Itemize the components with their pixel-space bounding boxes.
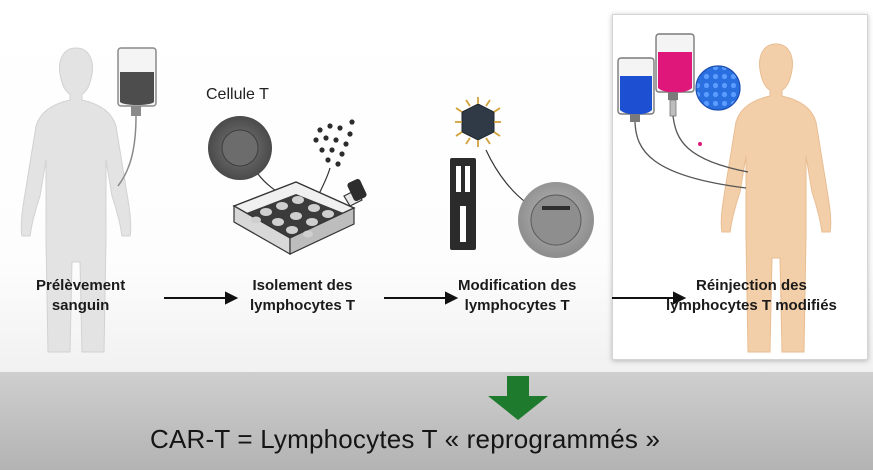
virus-to-cell-arrow: [485, 149, 529, 205]
infusion-bag-blue-port: [630, 114, 640, 122]
step-label-line2: lymphocytes T: [464, 297, 570, 314]
car-t-cell-blue: [695, 65, 741, 111]
car-construct-slot-bottom: [460, 206, 466, 242]
step-label-isolement: Isolement des lymphocytes T: [250, 276, 355, 316]
culture-flask: [232, 178, 367, 256]
conclusion-band: [0, 372, 873, 470]
viral-vector-spikes: [455, 97, 501, 147]
flow-arrows: [164, 291, 687, 305]
culture-flask-cap: [347, 178, 367, 202]
step-label-line2: lymphocytes T: [250, 297, 356, 314]
green-down-arrow: [488, 376, 548, 420]
infusion-bag-blue-tube: [634, 121, 747, 189]
step-label-modification: Modification des lymphocytes T: [458, 276, 576, 316]
step-label-reinjection: Réinjection des lymphocytes T modifiés: [666, 276, 837, 316]
infusion-bag-blue: [617, 57, 747, 189]
t-cell-gray-nucleus: [221, 129, 259, 167]
patient-silhouette-gray: [20, 47, 132, 353]
infusion-bag-blue-fill: [620, 76, 652, 115]
t-cell-modified-gene: [542, 206, 570, 210]
cell-label: Cellule T: [206, 86, 269, 103]
step-label-prelevement: Prélèvement sanguin: [36, 276, 125, 316]
t-cell-gray: [208, 116, 272, 180]
green-down-arrow-head: [488, 396, 548, 420]
blood-bag-gray-fill: [120, 72, 154, 105]
conclusion-text: CAR-T = Lymphocytes T « reprogrammés »: [150, 424, 661, 454]
step-label-line1: Réinjection des: [696, 277, 807, 294]
blood-bag-gray-tube: [117, 115, 137, 187]
culture-flask-cells: [251, 196, 334, 238]
blood-bag-gray-port: [131, 106, 141, 116]
viral-vector-hexagon: [461, 103, 495, 141]
t-cell-modified: [518, 182, 594, 258]
t-cell-modified-nucleus: [530, 194, 582, 246]
infusion-bag-magenta-drip: [669, 99, 677, 117]
car-t-cell-blue-body: [695, 65, 741, 111]
green-down-arrow-shaft: [507, 376, 529, 398]
step-label-line1: Modification des: [458, 277, 577, 294]
viral-vector: [455, 97, 501, 147]
patient-body-skin: [720, 43, 832, 353]
patient-silhouette-skin: [720, 43, 832, 353]
infusion-drop: [698, 142, 702, 146]
infusion-bag-magenta: [655, 33, 749, 173]
patient-body-gray: [20, 47, 132, 353]
step-label-line1: Isolement des: [252, 277, 353, 294]
step-label-line2: lymphocytes T modifiés: [666, 297, 837, 314]
infusion-bag-magenta-tube: [672, 115, 749, 173]
step-label-line2: sanguin: [51, 297, 110, 314]
particle-cluster: [313, 119, 355, 167]
car-construct-slot-left: [456, 166, 461, 192]
culture-flask-side: [289, 207, 355, 255]
infusion-bag-magenta-fill: [658, 52, 692, 93]
step-label-line1: Prélèvement: [36, 277, 126, 294]
car-construct-slot-right: [465, 166, 470, 192]
infusion-bag-magenta-port: [668, 92, 678, 100]
blood-bag-gray: [117, 47, 157, 187]
car-construct: [450, 158, 476, 250]
